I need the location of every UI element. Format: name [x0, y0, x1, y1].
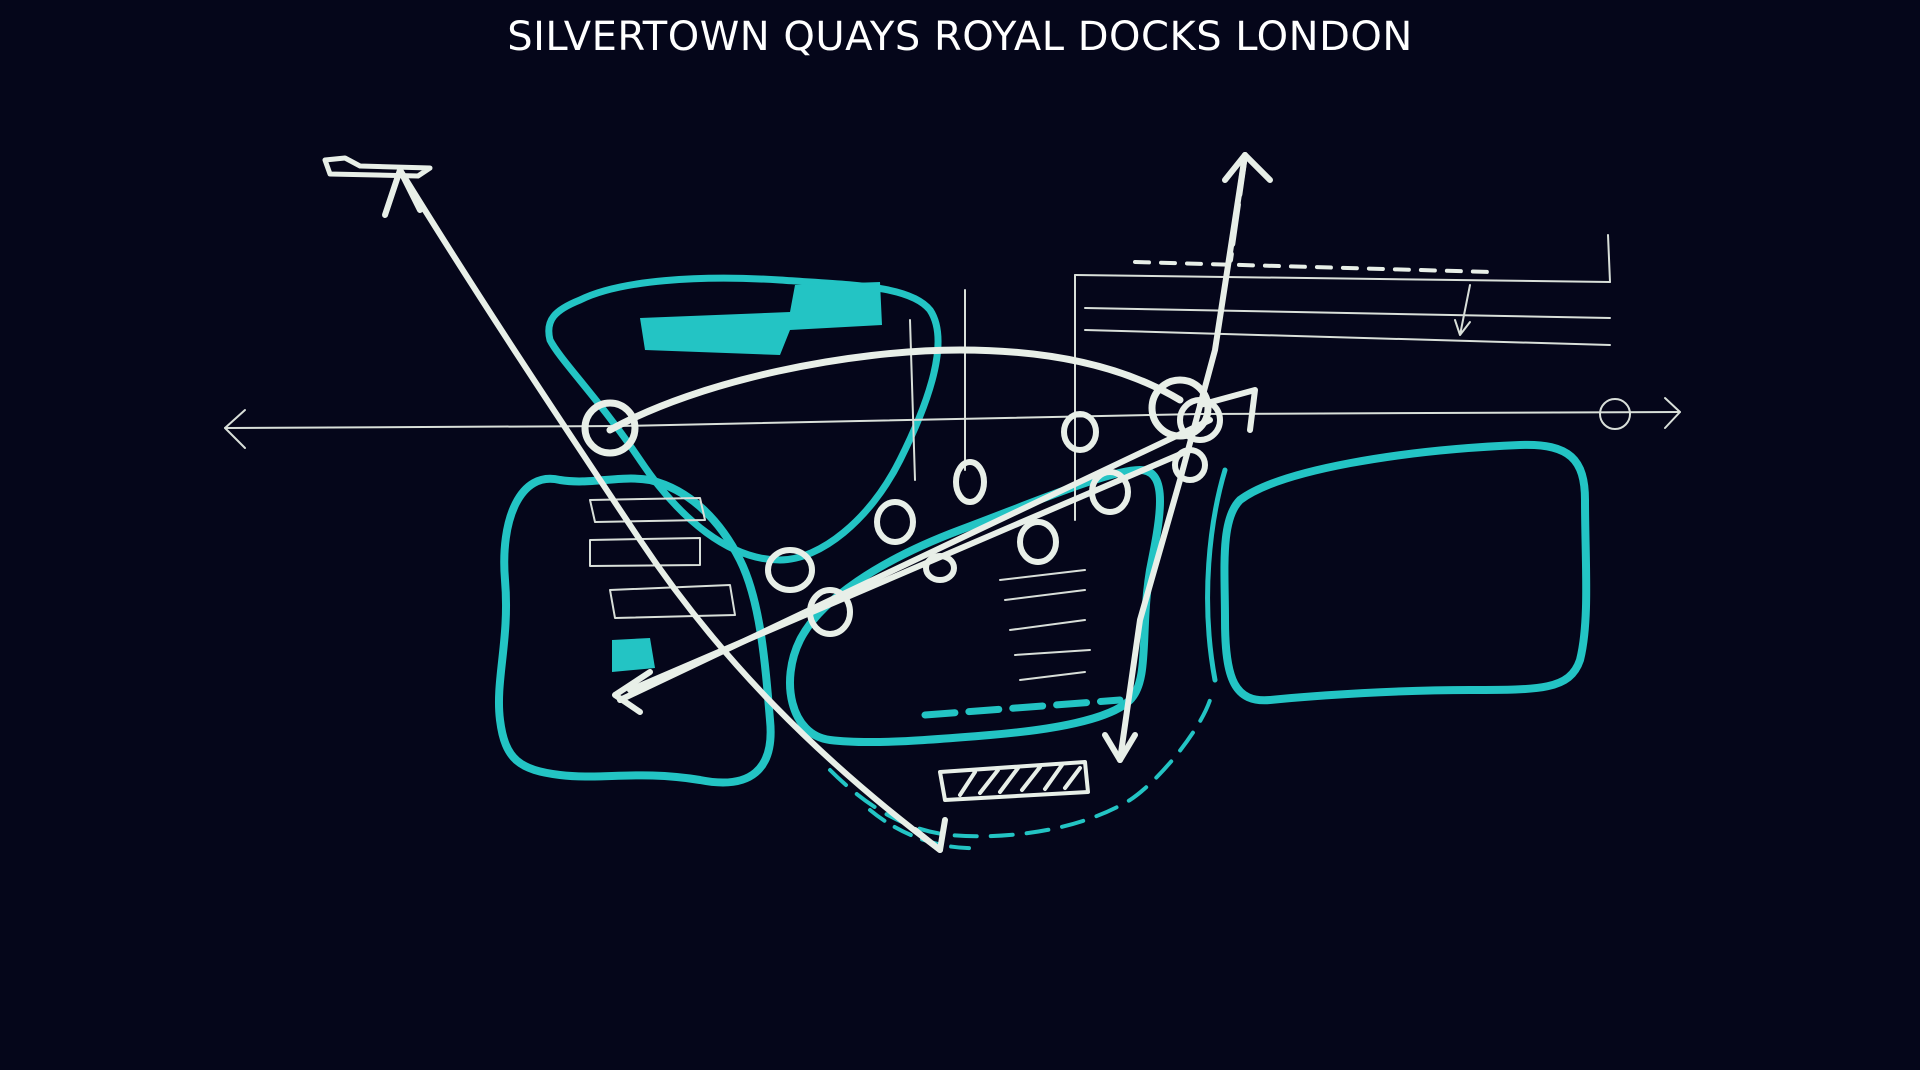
right-bar-a [999, 569, 1086, 581]
top-building-block [640, 282, 882, 355]
right-bar-end [1607, 234, 1611, 283]
right-hub-node-lower [1172, 447, 1208, 483]
top-left-arrow-label [322, 155, 433, 179]
right-hub-node [1148, 376, 1212, 440]
right-node-arrow [1197, 387, 1258, 433]
right-bar-e [1019, 671, 1086, 681]
ne-dashed-top [1227, 152, 1248, 263]
upper-bar-1 [1074, 274, 1611, 283]
left-parcel-outline [494, 474, 775, 787]
circle-marker-3 [874, 499, 916, 545]
upper-left-oval [545, 274, 942, 564]
upper-bar-2 [1084, 307, 1611, 319]
top-dashed-line [1133, 260, 1492, 274]
right-bar-c [1009, 619, 1086, 631]
ne-arrowhead [1222, 152, 1273, 183]
bottom-dashed-arc [828, 698, 1212, 839]
right-axis-arrowhead [1664, 397, 1681, 429]
horizontal-axis [224, 411, 1681, 429]
left-small-block [612, 638, 655, 672]
center-dashed-edge [921, 696, 1124, 719]
bottom-arrowhead-2 [1102, 732, 1138, 763]
dimension-arrow [1454, 284, 1471, 336]
right-bar-b [1004, 589, 1086, 601]
center-lozenge [786, 466, 1164, 747]
top-curved-connector [606, 346, 1184, 434]
circle-marker-4 [953, 459, 987, 505]
vertical-route-ne [1117, 152, 1248, 763]
left-axis-arrowhead [224, 409, 246, 449]
left-bar-1 [589, 497, 706, 523]
circle-marker-1 [765, 547, 815, 593]
white-building-lines [589, 234, 1611, 802]
sketch-nodes [581, 376, 1223, 637]
right-parcel-outline [1220, 440, 1591, 705]
right-parcel-inner-edge [1205, 467, 1228, 683]
right-bar-d [1014, 649, 1091, 656]
diagonal-route-nw [397, 167, 943, 853]
sw-arrowhead [612, 669, 653, 715]
circle-marker-8 [1089, 469, 1131, 515]
slide-title: SILVERTOWN QUAYS ROYAL DOCKS LONDON [507, 14, 1413, 60]
circle-marker-2 [807, 587, 853, 637]
circle-marker-7 [1061, 411, 1099, 453]
long-diagonal-route-2 [627, 447, 1193, 693]
vertical-line-3 [909, 319, 916, 481]
cyan-site-outlines [494, 274, 1591, 851]
bottom-hatched-block [938, 760, 1090, 802]
circle-marker-6 [1017, 519, 1059, 565]
left-bar-3 [609, 584, 736, 619]
white-axes [224, 152, 1681, 853]
axis-end-node [1599, 398, 1631, 430]
circle-marker-5 [923, 553, 957, 583]
right-hub-node-inner [1177, 397, 1223, 443]
left-bar-2 [589, 537, 701, 567]
bottom-arrowhead-1 [912, 817, 948, 853]
left-hub-node [581, 399, 639, 457]
upper-bar-3 [1084, 329, 1611, 346]
